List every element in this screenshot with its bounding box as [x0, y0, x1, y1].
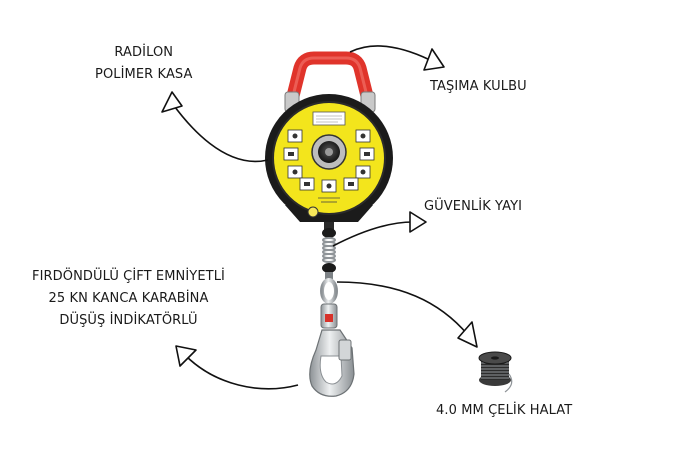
- pictogram-icons: [288, 133, 370, 189]
- label-housing: RADİLON POLİMER KASA: [95, 42, 193, 86]
- label-housing-line-1: RADİLON: [114, 45, 174, 60]
- swivel-hook: [309, 278, 355, 397]
- spec-sticker: [312, 111, 346, 126]
- arrowheads: [161, 48, 478, 367]
- safety-spring: [322, 222, 336, 280]
- pictogram-grid: [283, 129, 375, 193]
- arrow-spring: [332, 221, 414, 247]
- label-hook: FIRDÖNDÜLÜ ÇİFT EMNİYETLİ 25 KN KANCA KA…: [32, 266, 225, 332]
- label-housing-line-2: POLİMER KASA: [95, 67, 193, 82]
- label-handle: TAŞIMA KULBU: [430, 79, 527, 94]
- arrowhead-hook: [175, 345, 197, 367]
- label-cable: 4.0 MM ÇELİK HALAT: [436, 403, 573, 418]
- callout-arrows: [171, 45, 469, 390]
- arrowhead-spring: [409, 211, 427, 233]
- polymer-housing: [265, 94, 393, 222]
- label-hook-line-3: DÜŞÜŞ İNDİKATÖRLÜ: [59, 313, 198, 328]
- arrowhead-housing: [161, 91, 183, 113]
- cable-spool-icon: [478, 351, 513, 393]
- arrow-housing: [171, 102, 269, 163]
- arrow-cable: [336, 281, 469, 336]
- label-hook-line-2: 25 KN KANCA KARABİNA: [48, 291, 209, 306]
- label-spring: GÜVENLİK YAYI: [424, 199, 523, 214]
- arrow-hook: [184, 354, 299, 390]
- arrowhead-cable: [457, 321, 478, 348]
- arrowhead-handle: [423, 48, 445, 71]
- label-hook-line-1: FIRDÖNDÜLÜ ÇİFT EMNİYETLİ: [32, 269, 225, 284]
- arrow-handle: [349, 45, 431, 61]
